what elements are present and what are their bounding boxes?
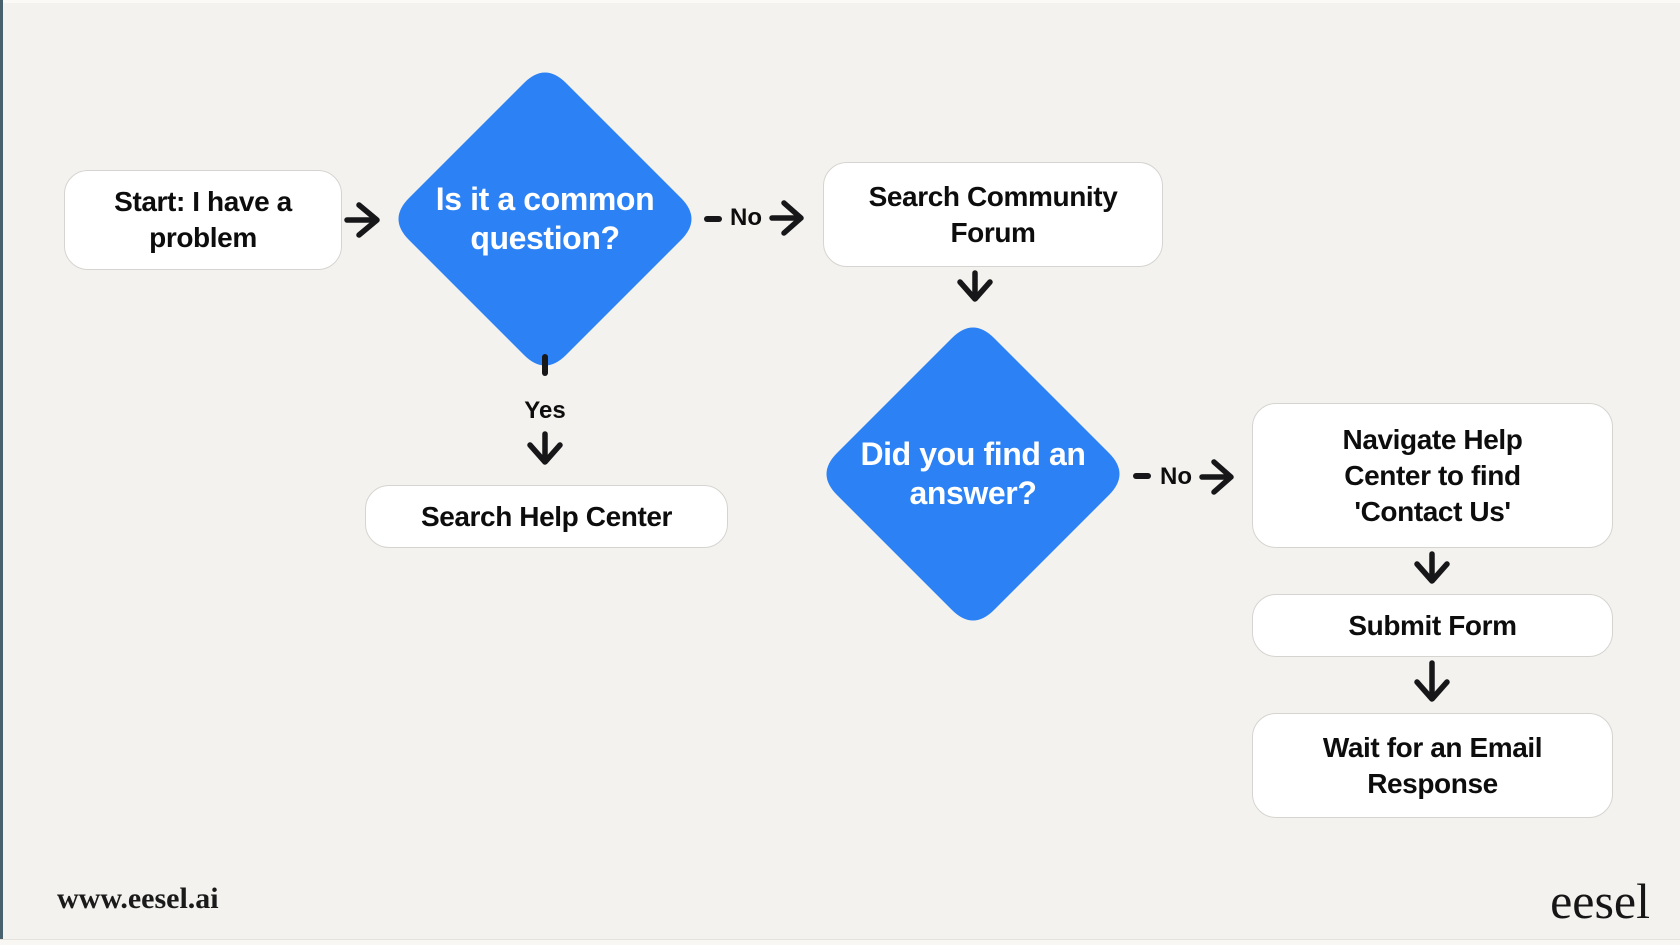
- flow-node-search-community-forum: Search Community Forum: [823, 162, 1163, 267]
- arrow-submit-to-wait: [1414, 660, 1450, 702]
- flow-node-submit-form: Submit Form: [1252, 594, 1613, 657]
- frame-top-edge: [0, 0, 1680, 3]
- flow-node-wait-email-response: Wait for an Email Response: [1252, 713, 1613, 818]
- eesel-logo: eesel: [1550, 873, 1650, 929]
- arrow-navigate-to-submit: [1414, 551, 1450, 584]
- arrow-forum-to-q-answer: [957, 270, 993, 302]
- arrow-yes-to-search-help: [527, 431, 563, 465]
- arrow-no-to-navigate: [1199, 459, 1234, 495]
- edge-label-no-q-answer: No: [1160, 463, 1192, 490]
- decision-q-answer-label: Did you find an answer?: [860, 436, 1086, 511]
- decision-q-common-label: Is it a common question?: [435, 181, 655, 256]
- decision-q-common-shape: [398, 72, 692, 366]
- decision-q-answer-shape: [826, 327, 1120, 621]
- frame-left-edge: [0, 0, 3, 945]
- flow-node-search-help-center: Search Help Center: [365, 485, 728, 548]
- flow-node-start: Start: I have a problem: [64, 170, 342, 270]
- edge-label-yes-q-common: Yes: [524, 397, 566, 424]
- edge-label-no-q-common: No: [730, 204, 762, 231]
- arrow-no-to-search-forum: [769, 200, 804, 236]
- flow-node-navigate-help-center: Navigate Help Center to find 'Contact Us…: [1252, 403, 1613, 548]
- arrow-start-to-q-common: [344, 202, 380, 238]
- frame-bottom-edge: [0, 939, 1680, 945]
- footer-website-url: www.eesel.ai: [57, 882, 219, 915]
